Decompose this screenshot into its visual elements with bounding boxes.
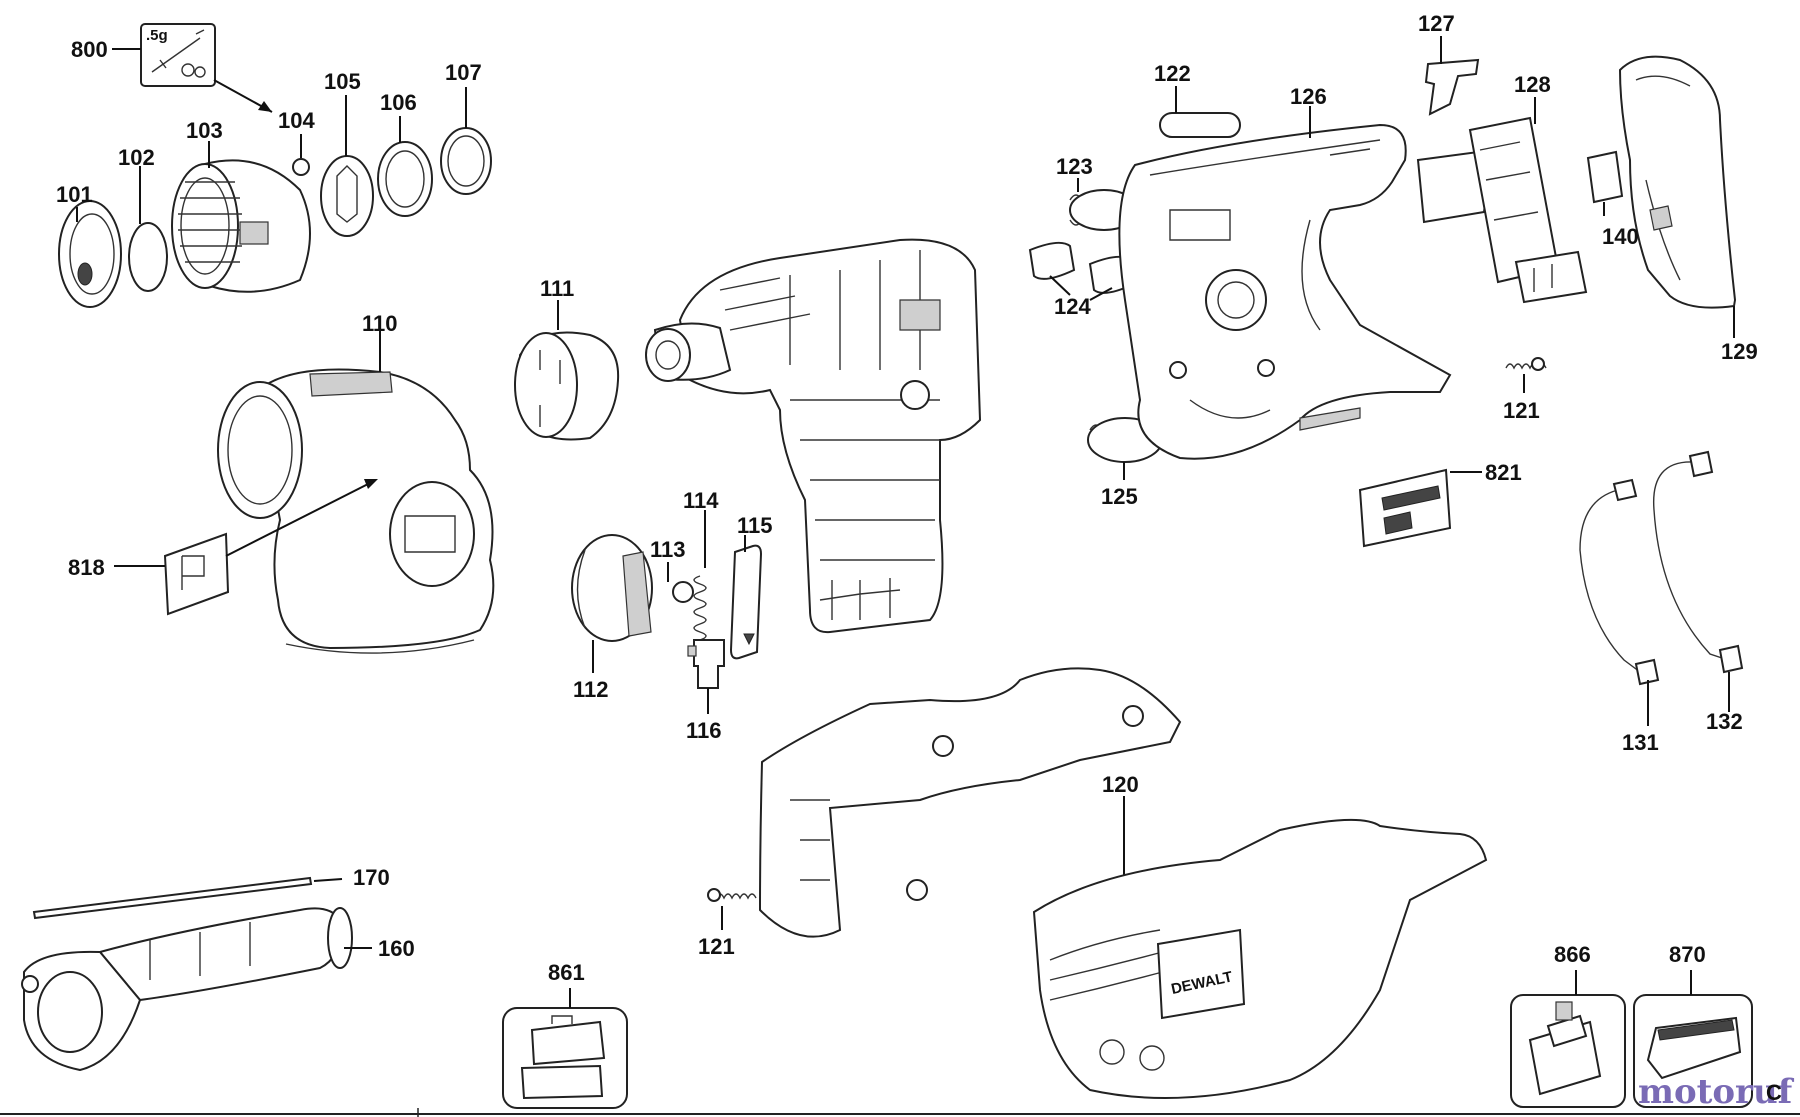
callout-124: 124 [1054, 294, 1091, 319]
callout-129: 129 [1721, 339, 1758, 364]
callout-122: 122 [1154, 61, 1191, 86]
part-101-nose-cap [58, 200, 122, 308]
part-170-depth-rod [32, 876, 313, 920]
part-102-ring [128, 222, 168, 292]
kit-weight-text: .5g [146, 27, 168, 44]
part-129-handle-cover [1618, 55, 1737, 309]
part-103-collar [171, 159, 311, 293]
part-870-charger [1633, 994, 1753, 1108]
callout-123: 123 [1056, 154, 1093, 179]
part-160-side-handle [21, 907, 353, 1072]
part-106-washer [377, 141, 433, 217]
callout-818: 818 [68, 555, 105, 580]
part-131-cable [1579, 478, 1660, 686]
callout-160: 160 [378, 936, 415, 961]
callout-112: 112 [573, 677, 609, 702]
part-127-clip [1424, 58, 1480, 116]
part-818-label [163, 532, 230, 616]
part-113-pin [672, 581, 694, 603]
callout-105: 105 [324, 69, 361, 94]
part-122-brush [1159, 112, 1241, 138]
callout-870: 870 [1669, 942, 1706, 967]
callout-140: 140 [1602, 224, 1639, 249]
callout-127: 127 [1418, 11, 1455, 36]
callout-120: 120 [1102, 772, 1139, 797]
callout-861: 861 [548, 960, 585, 985]
part-120-housing-right: DEWALT [1032, 818, 1488, 1099]
part-105-sleeve [320, 155, 374, 237]
callout-101: 101 [56, 182, 93, 207]
callout-107: 107 [445, 60, 482, 85]
callout-800: 800 [71, 37, 108, 62]
part-107-ring [440, 127, 492, 195]
part-121-screw-lower [707, 888, 757, 902]
part-128-switch [1416, 116, 1588, 304]
callout-128: 128 [1514, 72, 1551, 97]
part-110-gear-housing [217, 368, 495, 654]
callout-131: 131 [1622, 730, 1659, 755]
part-104-ball [292, 158, 310, 176]
callout-170: 170 [353, 865, 390, 890]
callout-110: 110 [362, 311, 398, 336]
callout-132: 132 [1706, 709, 1743, 734]
callout-126: 126 [1290, 84, 1327, 109]
part-114-spring [693, 575, 707, 649]
motor-gearbox-assembly [645, 238, 982, 634]
callout-104: 104 [278, 108, 315, 133]
callout-103: 103 [186, 118, 223, 143]
callout-106: 106 [380, 90, 417, 115]
callout-102: 102 [118, 145, 155, 170]
callout-116: 116 [686, 718, 722, 743]
part-112-selector-knob [571, 534, 653, 642]
callout-866: 866 [1554, 942, 1591, 967]
part-861-kit-box [502, 1007, 628, 1109]
callout-125: 125 [1101, 484, 1138, 509]
watermark-text: motoruf [1638, 1072, 1795, 1112]
part-120-housing-left [758, 667, 1182, 938]
part-111-clutch-ring [514, 331, 620, 441]
part-866-battery [1510, 994, 1626, 1108]
callout-labels: 800 104 105 106 107 103 102 101 110 818 … [56, 11, 1758, 985]
callout-114: 114 [683, 488, 719, 513]
part-116-latch [687, 639, 725, 689]
part-132-cable [1652, 450, 1744, 674]
part-821-label [1358, 468, 1452, 548]
callout-111: 111 [540, 276, 574, 301]
part-800-grease-kit: .5g [140, 23, 216, 87]
callout-115: 115 [737, 513, 773, 538]
callout-121-lower: 121 [698, 934, 735, 959]
callout-121-upper: 121 [1503, 398, 1540, 423]
part-115-button [729, 544, 763, 660]
callout-113: 113 [650, 537, 686, 562]
watermark-suffix: C [1766, 1080, 1782, 1105]
callout-821: 821 [1485, 460, 1522, 485]
part-124-bushing [1028, 241, 1136, 294]
part-121-screw-upper [1505, 357, 1547, 371]
part-140-block [1586, 150, 1624, 204]
part-126-motor-housing [1118, 123, 1452, 460]
